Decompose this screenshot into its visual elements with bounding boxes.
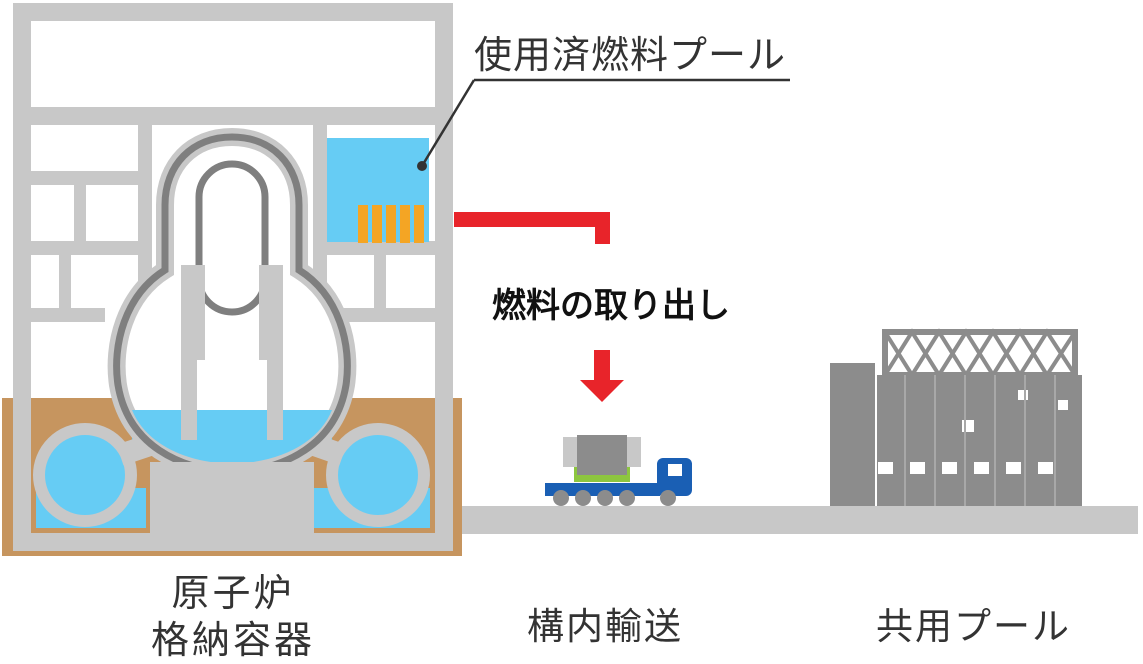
reactor-pressure-vessel — [195, 160, 269, 316]
common-pool-building — [830, 328, 1082, 506]
fuel-rack — [358, 205, 424, 243]
pool-leader-dot — [417, 161, 427, 171]
containment-label-line2: 格納容器 — [150, 618, 315, 662]
spent-fuel-pool-label: 使用済燃料プール — [474, 33, 787, 77]
pool-leader-line — [420, 79, 476, 167]
transport-truck — [545, 435, 692, 506]
extraction-path-arrow — [454, 212, 624, 402]
reactor-pedestal — [150, 265, 314, 540]
onsite-transport-label: 構内輸送 — [527, 605, 683, 648]
containment-label-line1: 原子炉 — [171, 571, 295, 615]
ground-road — [455, 506, 1138, 534]
containment-label: 原子炉 格納容器 — [148, 570, 318, 664]
fuel-extraction-label: 燃料の取り出し — [492, 286, 730, 326]
common-pool-label: 共用プール — [876, 605, 1071, 648]
